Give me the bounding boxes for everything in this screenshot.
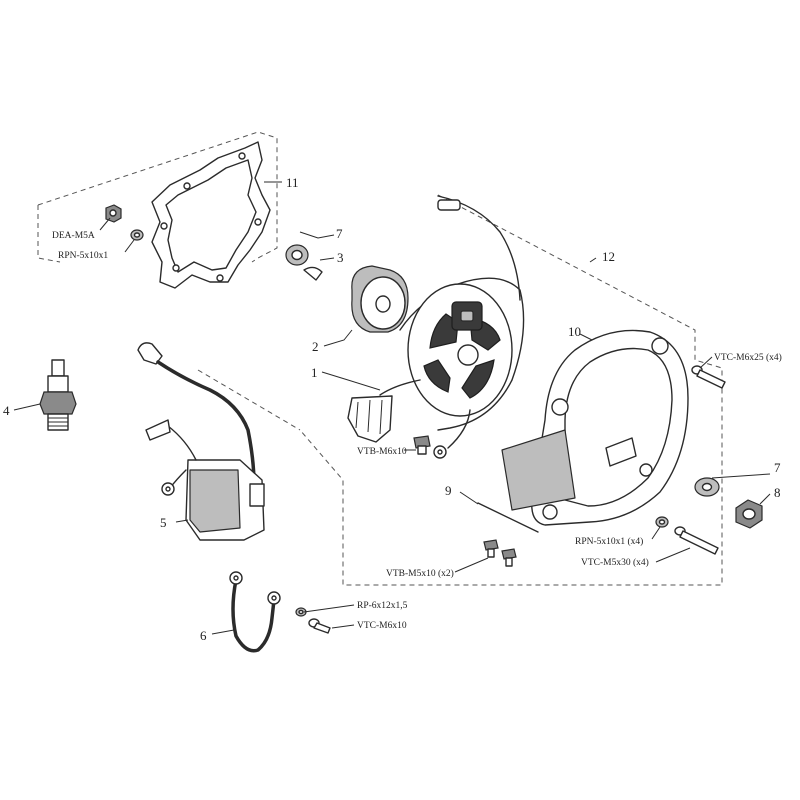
callout-5: 5 <box>160 515 167 530</box>
callout-2: 2 <box>312 339 319 354</box>
group-outline-gasket <box>37 131 278 263</box>
rotor-part-2 <box>351 265 409 333</box>
callout-3: 3 <box>337 250 344 265</box>
washer-rpn-5x10x1-left <box>130 229 144 241</box>
screws-vtb-m5x10 <box>483 539 517 567</box>
label-vtc-m6x10: VTC-M6x10 <box>357 621 407 631</box>
label-rpn-5x10x1: RPN-5x10x1 <box>58 251 108 261</box>
gasket-part-11 <box>151 141 271 289</box>
washer-part-7-top <box>285 244 309 266</box>
label-vtc-m6x25: VTC-M6x25 (x4) <box>714 352 782 363</box>
washer-rp-6x12x1-5 <box>295 607 307 617</box>
washer-rpn-5x10x1-x4 <box>655 516 669 528</box>
ignition-cover-part-10 <box>501 329 689 526</box>
label-vtb-m6x10: VTB-M6x10 <box>357 447 407 457</box>
bolt-vtc-m6x25 <box>691 365 726 389</box>
callout-1: 1 <box>311 365 318 380</box>
ground-cable-part-6 <box>229 571 281 653</box>
callout-4: 4 <box>3 403 10 418</box>
screw-vtb-m6x10 <box>413 435 431 455</box>
ignition-coil-part-5 <box>137 342 265 541</box>
group-outline-gasket-lower <box>37 205 61 263</box>
leader-lines <box>13 181 771 635</box>
washer-part-7-bottom <box>694 477 720 497</box>
callout-6: 6 <box>200 628 207 643</box>
callout-10: 10 <box>568 324 581 339</box>
stator-part-1 <box>347 195 525 459</box>
nut-part-8 <box>735 499 763 529</box>
callout-12: 12 <box>602 249 615 264</box>
label-vtb-m5x10: VTB-M5x10 (x2) <box>386 568 454 579</box>
callout-7-bottom: 7 <box>774 460 781 475</box>
label-vtc-m5x30: VTC-M5x30 (x4) <box>581 557 649 568</box>
label-rpn-5x10x1-x4: RPN-5x10x1 (x4) <box>575 536 643 547</box>
label-dea-m5a: DEA-M5A <box>52 231 95 241</box>
bolt-vtc-m5x30 <box>674 526 719 555</box>
spark-plug-part-4 <box>39 359 77 431</box>
callout-8: 8 <box>774 485 781 500</box>
group-outline-coil <box>197 369 301 431</box>
bolt-vtc-m6x10 <box>308 618 331 634</box>
label-rp-6x12x1-5: RP-6x12x1,5 <box>357 601 408 611</box>
pin-part-9 <box>477 502 539 533</box>
callout-11: 11 <box>286 175 299 190</box>
nut-dea-m5a <box>105 204 122 223</box>
callout-9: 9 <box>445 483 452 498</box>
callout-7-top: 7 <box>336 226 343 241</box>
woodruff-key-part-3 <box>303 266 323 281</box>
